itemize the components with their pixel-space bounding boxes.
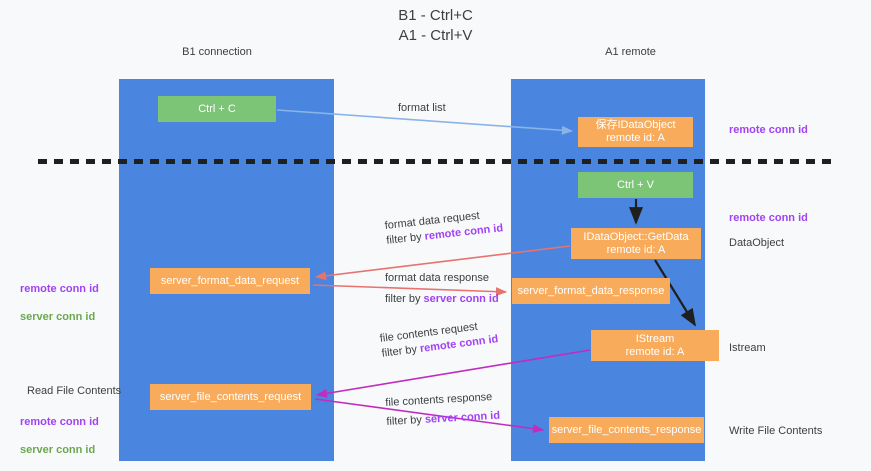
node-ctrl-c[interactable]: Ctrl + C	[158, 96, 276, 122]
filter-key-server-conn-id: server conn id	[424, 409, 501, 426]
node-server-format-data-response[interactable]: server_format_data_response	[512, 278, 670, 304]
edge-label-format-data-response: format data response filter by server co…	[385, 271, 499, 307]
annotation-conn-ids-file: remote conn id server conn id	[20, 401, 99, 471]
annotation-conn-ids-format: remote conn id server conn id	[20, 268, 99, 338]
node-save-idataobject[interactable]: 保存IDataObject remote id: A	[578, 117, 693, 147]
annotation-remote-conn-id-top: remote conn id	[729, 124, 808, 136]
filter-key-server-conn-id: server conn id	[423, 293, 499, 305]
diagram-title: B1 - Ctrl+C A1 - Ctrl+V	[398, 7, 473, 44]
edge-label-format-data-response-line2: filter by server conn id	[385, 292, 499, 307]
annotation-server-conn-id-1: server conn id	[20, 311, 96, 323]
annotation-remote-conn-id-mid: remote conn id	[729, 212, 808, 224]
filter-by-prefix: filter by	[381, 343, 421, 360]
edge-label-format-list: format list	[398, 101, 446, 116]
filter-by-prefix: filter by	[385, 293, 424, 305]
annotation-istream: Istream	[729, 342, 766, 354]
node-idataobject-getdata[interactable]: IDataObject::GetData remote id: A	[571, 228, 701, 259]
edge-label-file-contents-request: file contents request filter by remote c…	[379, 317, 499, 361]
node-server-format-data-request[interactable]: server_format_data_request	[150, 268, 310, 294]
column-header-b1: B1 connection	[182, 46, 252, 58]
edge-label-format-list-line1: format list	[398, 102, 446, 114]
edge-label-format-data-response-line1: format data response	[385, 272, 489, 284]
node-server-file-contents-request[interactable]: server_file_contents_request	[150, 384, 311, 410]
annotation-write-file-contents: Write File Contents	[729, 425, 823, 437]
annotation-server-conn-id-2: server conn id	[20, 444, 96, 456]
edge-label-file-contents-response: file contents response filter by server …	[385, 390, 500, 430]
phase-divider	[38, 159, 834, 164]
node-istream[interactable]: IStream remote id: A	[591, 330, 719, 361]
annotation-remote-conn-id-1: remote conn id	[20, 283, 99, 295]
node-server-file-contents-response[interactable]: server_file_contents_response	[549, 417, 704, 443]
annotation-remote-conn-id-2: remote conn id	[20, 416, 99, 428]
filter-by-prefix: filter by	[385, 230, 426, 247]
annotation-read-file-contents: Read File Contents	[27, 385, 122, 397]
edge-label-format-data-request: format data request filter by remote con…	[384, 206, 504, 248]
node-ctrl-v[interactable]: Ctrl + V	[578, 172, 693, 198]
column-header-a1: A1 remote	[605, 46, 656, 58]
filter-by-prefix: filter by	[386, 413, 426, 428]
annotation-dataobject: DataObject	[729, 237, 785, 249]
